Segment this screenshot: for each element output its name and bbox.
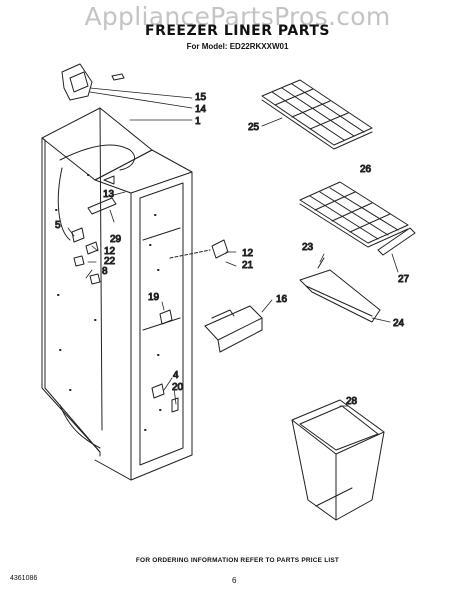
callout-20: 20 — [172, 382, 184, 393]
page-number: 6 — [232, 576, 237, 585]
callout-1: 1 — [195, 116, 201, 127]
callout-28: 28 — [346, 396, 358, 407]
leader-lines — [67, 87, 399, 407]
top-clip-part — [61, 63, 125, 101]
diagram-title: FREEZER LINER PARTS — [145, 23, 330, 39]
callout-21: 21 — [242, 260, 254, 271]
callout-14: 14 — [195, 104, 207, 115]
callout-labels: 15 14 1 25 13 26 5 29 12 22 8 12 21 23 2… — [55, 92, 411, 408]
callout-5: 5 — [55, 220, 61, 231]
shelf-support-24 — [299, 257, 381, 323]
freezer-bin-28 — [291, 399, 385, 521]
clip-part-12-21 — [169, 239, 229, 259]
callout-16: 16 — [276, 294, 288, 305]
callout-15: 15 — [195, 92, 207, 103]
callout-19: 19 — [148, 292, 160, 303]
column-hardware — [151, 309, 179, 413]
callout-12-right: 12 — [242, 248, 254, 259]
wire-shelf-25 — [261, 79, 373, 150]
trim-strip-27 — [377, 227, 416, 256]
callout-4: 4 — [173, 370, 179, 381]
control-hardware-parts — [71, 175, 117, 285]
callout-27: 27 — [398, 274, 410, 285]
site-watermark: AppliancePartsPros.com — [84, 2, 391, 31]
callout-25: 25 — [248, 122, 260, 133]
model-line: For Model: ED22RKXXW01 — [186, 42, 289, 51]
callout-29: 29 — [110, 234, 122, 245]
callout-26: 26 — [360, 164, 372, 175]
bracket-16 — [204, 305, 263, 353]
wire-shelf-26 — [299, 181, 409, 248]
callout-22: 22 — [104, 256, 116, 267]
callout-13: 13 — [103, 189, 115, 200]
freezer-liner-shell — [41, 107, 193, 481]
callout-8: 8 — [102, 266, 108, 277]
callout-12-left: 12 — [104, 246, 116, 257]
ordering-info: FOR ORDERING INFORMATION REFER TO PARTS … — [135, 557, 340, 564]
document-number: 4361086 — [10, 575, 38, 582]
callout-23: 23 — [302, 242, 314, 253]
callout-24: 24 — [393, 318, 405, 329]
